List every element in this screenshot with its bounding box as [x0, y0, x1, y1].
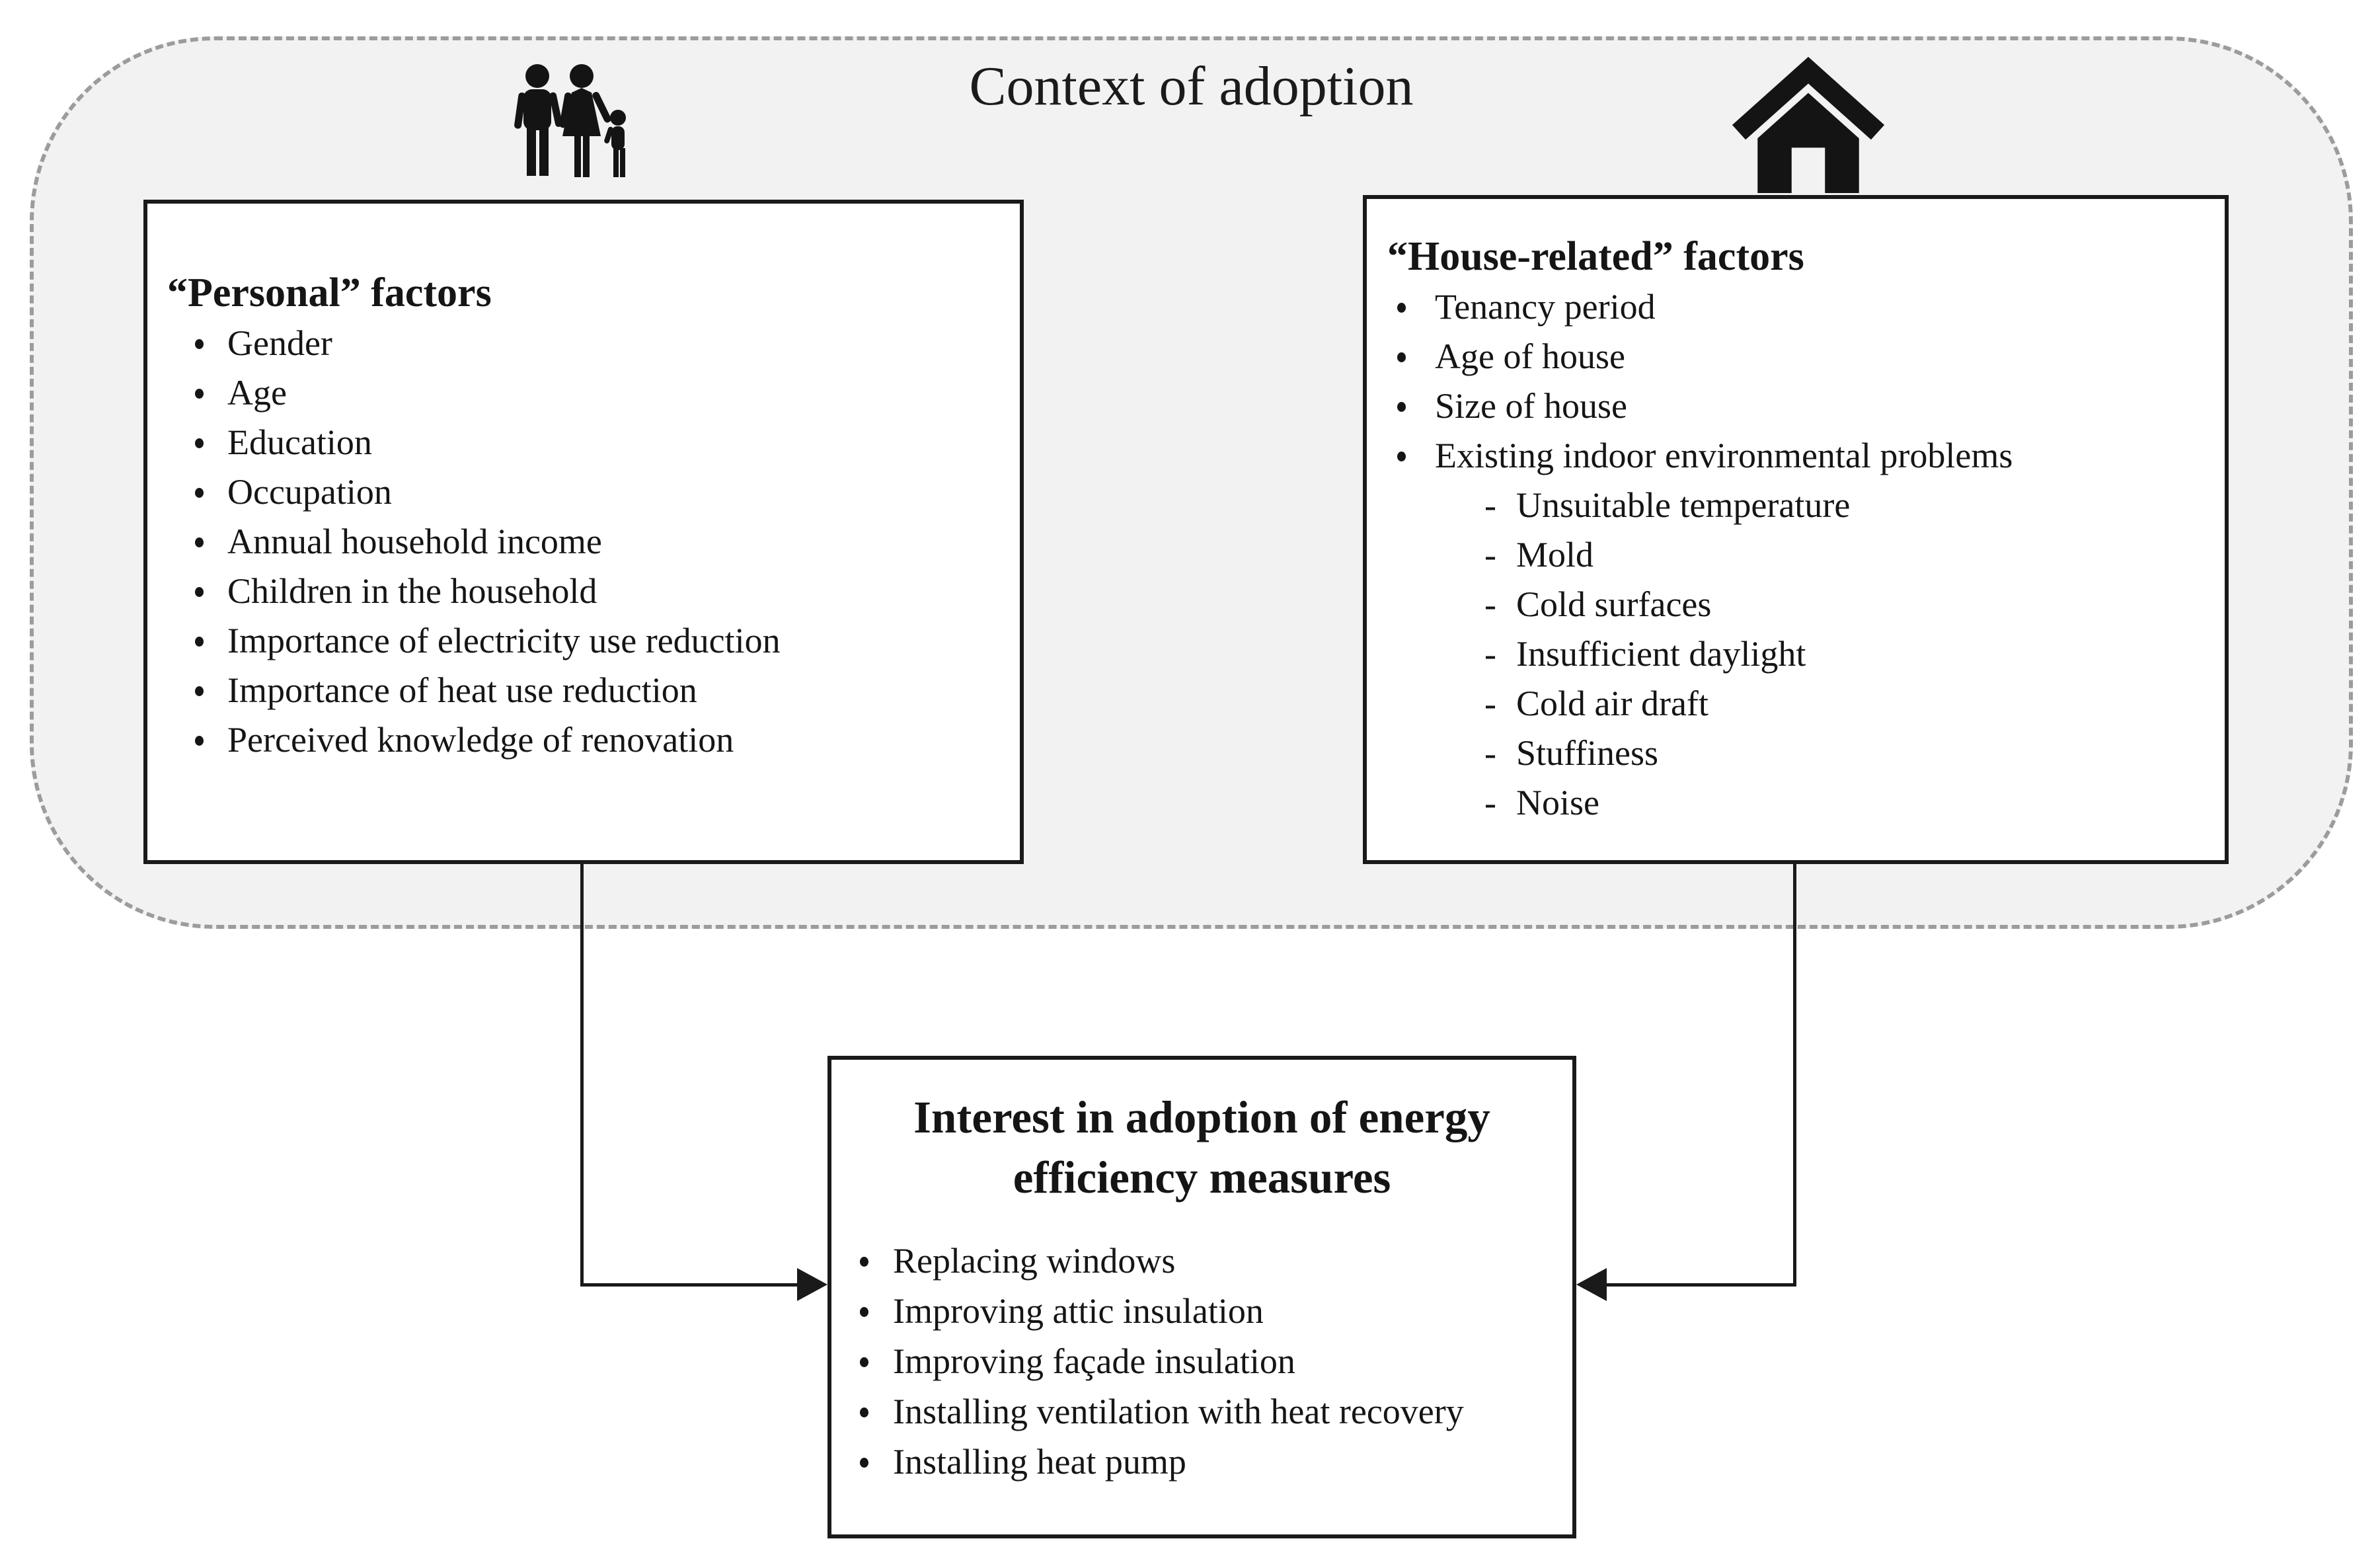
interest-adoption-box: Interest in adoption of energy efficienc…: [827, 1056, 1576, 1538]
list-item: Improving façade insulation: [860, 1336, 1546, 1386]
list-item: Cold surfaces: [1484, 580, 2205, 629]
house-related-factors-box: “House-related” factors Tenancy period A…: [1363, 195, 2229, 864]
interest-adoption-heading: Interest in adoption of energy efficienc…: [913, 1092, 1490, 1203]
personal-factors-heading: “Personal” factors: [167, 270, 492, 315]
list-item: Noise: [1484, 778, 2205, 828]
list-item: Existing indoor environmental problems: [1397, 431, 2205, 481]
list-item: Installing heat pump: [860, 1437, 1546, 1487]
house-connector-horizontal-line: [1604, 1283, 1796, 1287]
list-item: Size of house: [1397, 381, 2205, 431]
list-item: Importance of heat use reduction: [195, 666, 1000, 715]
list-item: Occupation: [195, 467, 1000, 517]
measures-list: Replacing windows Improving attic insula…: [858, 1236, 1546, 1487]
personal-connector-vertical-line: [580, 864, 584, 1287]
list-item: Installing ventilation with heat recover…: [860, 1386, 1546, 1437]
context-title: Context of adoption: [969, 56, 1414, 117]
house-icon: [1729, 54, 1888, 193]
list-item: Education: [195, 418, 1000, 467]
list-item: Cold air draft: [1484, 679, 2205, 729]
list-item: Children in the household: [195, 567, 1000, 616]
list-item: Gender: [195, 319, 1000, 368]
list-item: Annual household income: [195, 517, 1000, 567]
list-item: Mold: [1484, 530, 2205, 580]
house-related-factors-heading: “House-related” factors: [1387, 234, 1804, 279]
list-item: Tenancy period: [1397, 282, 2205, 332]
house-connector-vertical-line: [1793, 864, 1796, 1287]
personal-connector-horizontal-line: [580, 1283, 802, 1287]
list-item: Improving attic insulation: [860, 1286, 1546, 1336]
arrow-left-icon: [1576, 1268, 1607, 1301]
list-item: Unsuitable temperature: [1484, 481, 2205, 530]
list-item: Importance of electricity use reduction: [195, 616, 1000, 666]
list-item: Replacing windows: [860, 1236, 1546, 1286]
list-item: Stuffiness: [1484, 729, 2205, 778]
arrow-right-icon: [797, 1268, 827, 1301]
list-item: Perceived knowledge of renovation: [195, 715, 1000, 765]
indoor-problems-sublist: Unsuitable temperature Mold Cold surface…: [1387, 481, 2205, 828]
list-item: Age: [195, 368, 1000, 418]
personal-factors-box: “Personal” factors Gender Age Education …: [143, 200, 1024, 864]
personal-factors-list: Gender Age Education Occupation Annual h…: [167, 319, 1000, 765]
list-item: Age of house: [1397, 332, 2205, 381]
family-icon: [511, 63, 644, 202]
list-item: Insufficient daylight: [1484, 629, 2205, 679]
house-related-factors-list: Tenancy period Age of house Size of hous…: [1387, 282, 2205, 481]
